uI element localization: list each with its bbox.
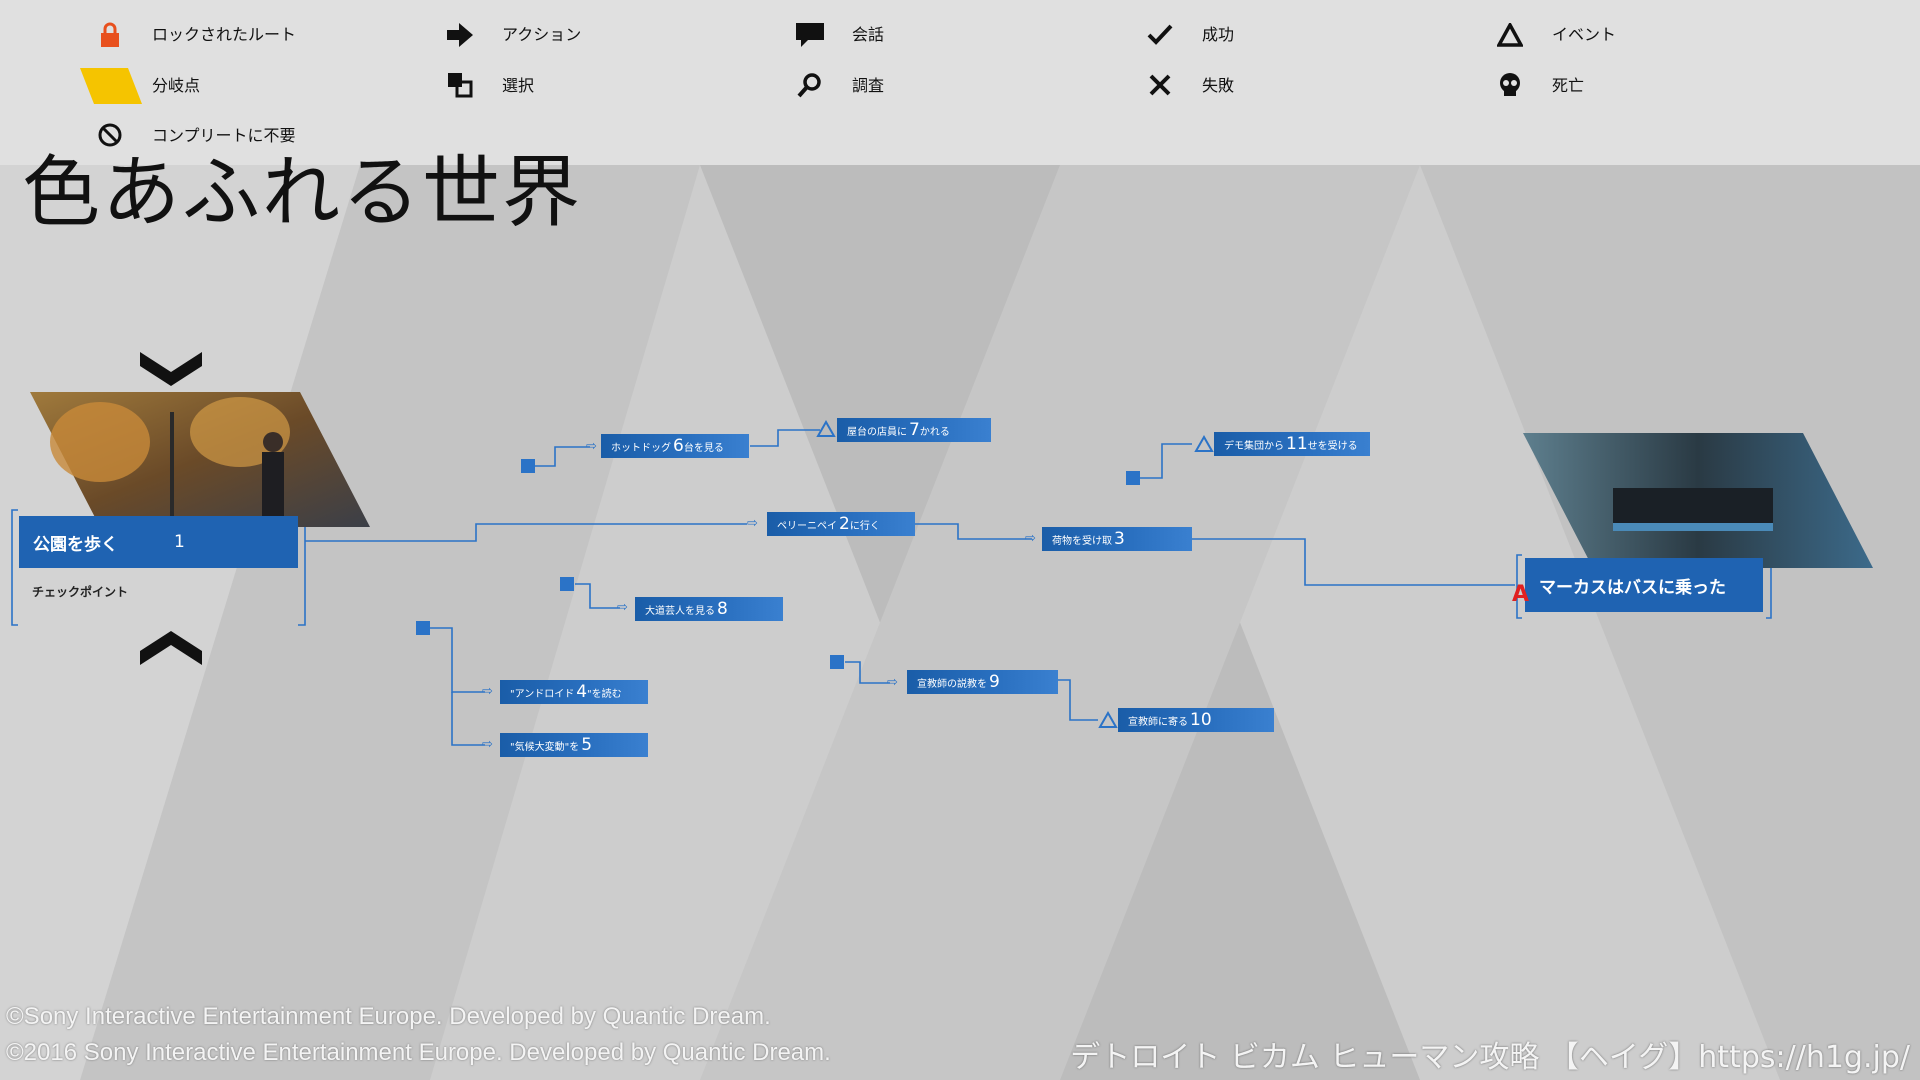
- dialogue-icon: [790, 20, 830, 50]
- legend-success: 成功: [1202, 25, 1235, 44]
- arrow-icon: ⇨: [1025, 531, 1036, 546]
- cross-icon: [1140, 70, 1180, 100]
- copyright-line-2: ©2016 Sony Interactive Entertainment Eur…: [6, 1039, 831, 1066]
- legend-dialogue: 会話: [852, 25, 885, 44]
- arrow-icon: ⇨: [747, 516, 758, 531]
- copyright-line-1: ©Sony Interactive Entertainment Europe. …: [6, 1003, 771, 1030]
- legend-branch: 分岐点: [152, 76, 201, 95]
- legend-death: 死亡: [1552, 76, 1585, 95]
- magnifier-icon: [790, 70, 830, 100]
- branch-icon: [80, 68, 142, 104]
- start-node-number: 1: [174, 532, 185, 552]
- route-badge-a: A: [1512, 582, 1530, 607]
- arrow-icon: ⇨: [887, 675, 898, 690]
- end-node[interactable]: マーカスはバスに乗った: [1525, 558, 1763, 612]
- checkpoint-label: チェックポイント: [32, 585, 129, 599]
- lock-icon: [90, 20, 130, 50]
- page-title: 色あふれる世界: [22, 148, 583, 238]
- legend-bar: ロックされたルート 分岐点 コンプリートに不要 アクション 選択 会話 調査 成…: [0, 0, 1920, 165]
- chevron-down-icon[interactable]: [140, 346, 202, 386]
- action-arrow-icon: [440, 20, 480, 50]
- chevron-up-icon[interactable]: [140, 631, 202, 671]
- legend-event: イベント: [1552, 25, 1617, 44]
- not-required-icon: [90, 120, 130, 150]
- site-credit: デトロイト ビカム ヒューマン攻略 【ヘイグ】https://h1g.jp/: [1070, 1040, 1910, 1075]
- legend-locked-route: ロックされたルート: [152, 25, 297, 44]
- legend-investigate: 調査: [852, 76, 885, 95]
- legend-failure: 失敗: [1202, 76, 1235, 95]
- skull-icon: [1490, 70, 1530, 100]
- arrow-icon: ⇨: [482, 684, 493, 699]
- arrow-icon: ⇨: [482, 737, 493, 752]
- end-node-title: マーカスはバスに乗った: [1539, 577, 1726, 598]
- arrow-icon: ⇨: [586, 439, 597, 454]
- legend-action: アクション: [502, 25, 582, 44]
- start-node-title: 公園を歩く: [33, 534, 118, 555]
- start-scene-image: [30, 392, 370, 527]
- choice-icon: [440, 70, 480, 100]
- end-scene-image: [1523, 433, 1873, 568]
- arrow-icon: ⇨: [617, 600, 628, 615]
- legend-not-required: コンプリートに不要: [152, 126, 296, 145]
- event-triangle-icon: [1490, 20, 1530, 50]
- start-node[interactable]: 公園を歩く 1: [19, 516, 298, 568]
- check-icon: [1140, 20, 1180, 50]
- legend-choice: 選択: [502, 76, 535, 95]
